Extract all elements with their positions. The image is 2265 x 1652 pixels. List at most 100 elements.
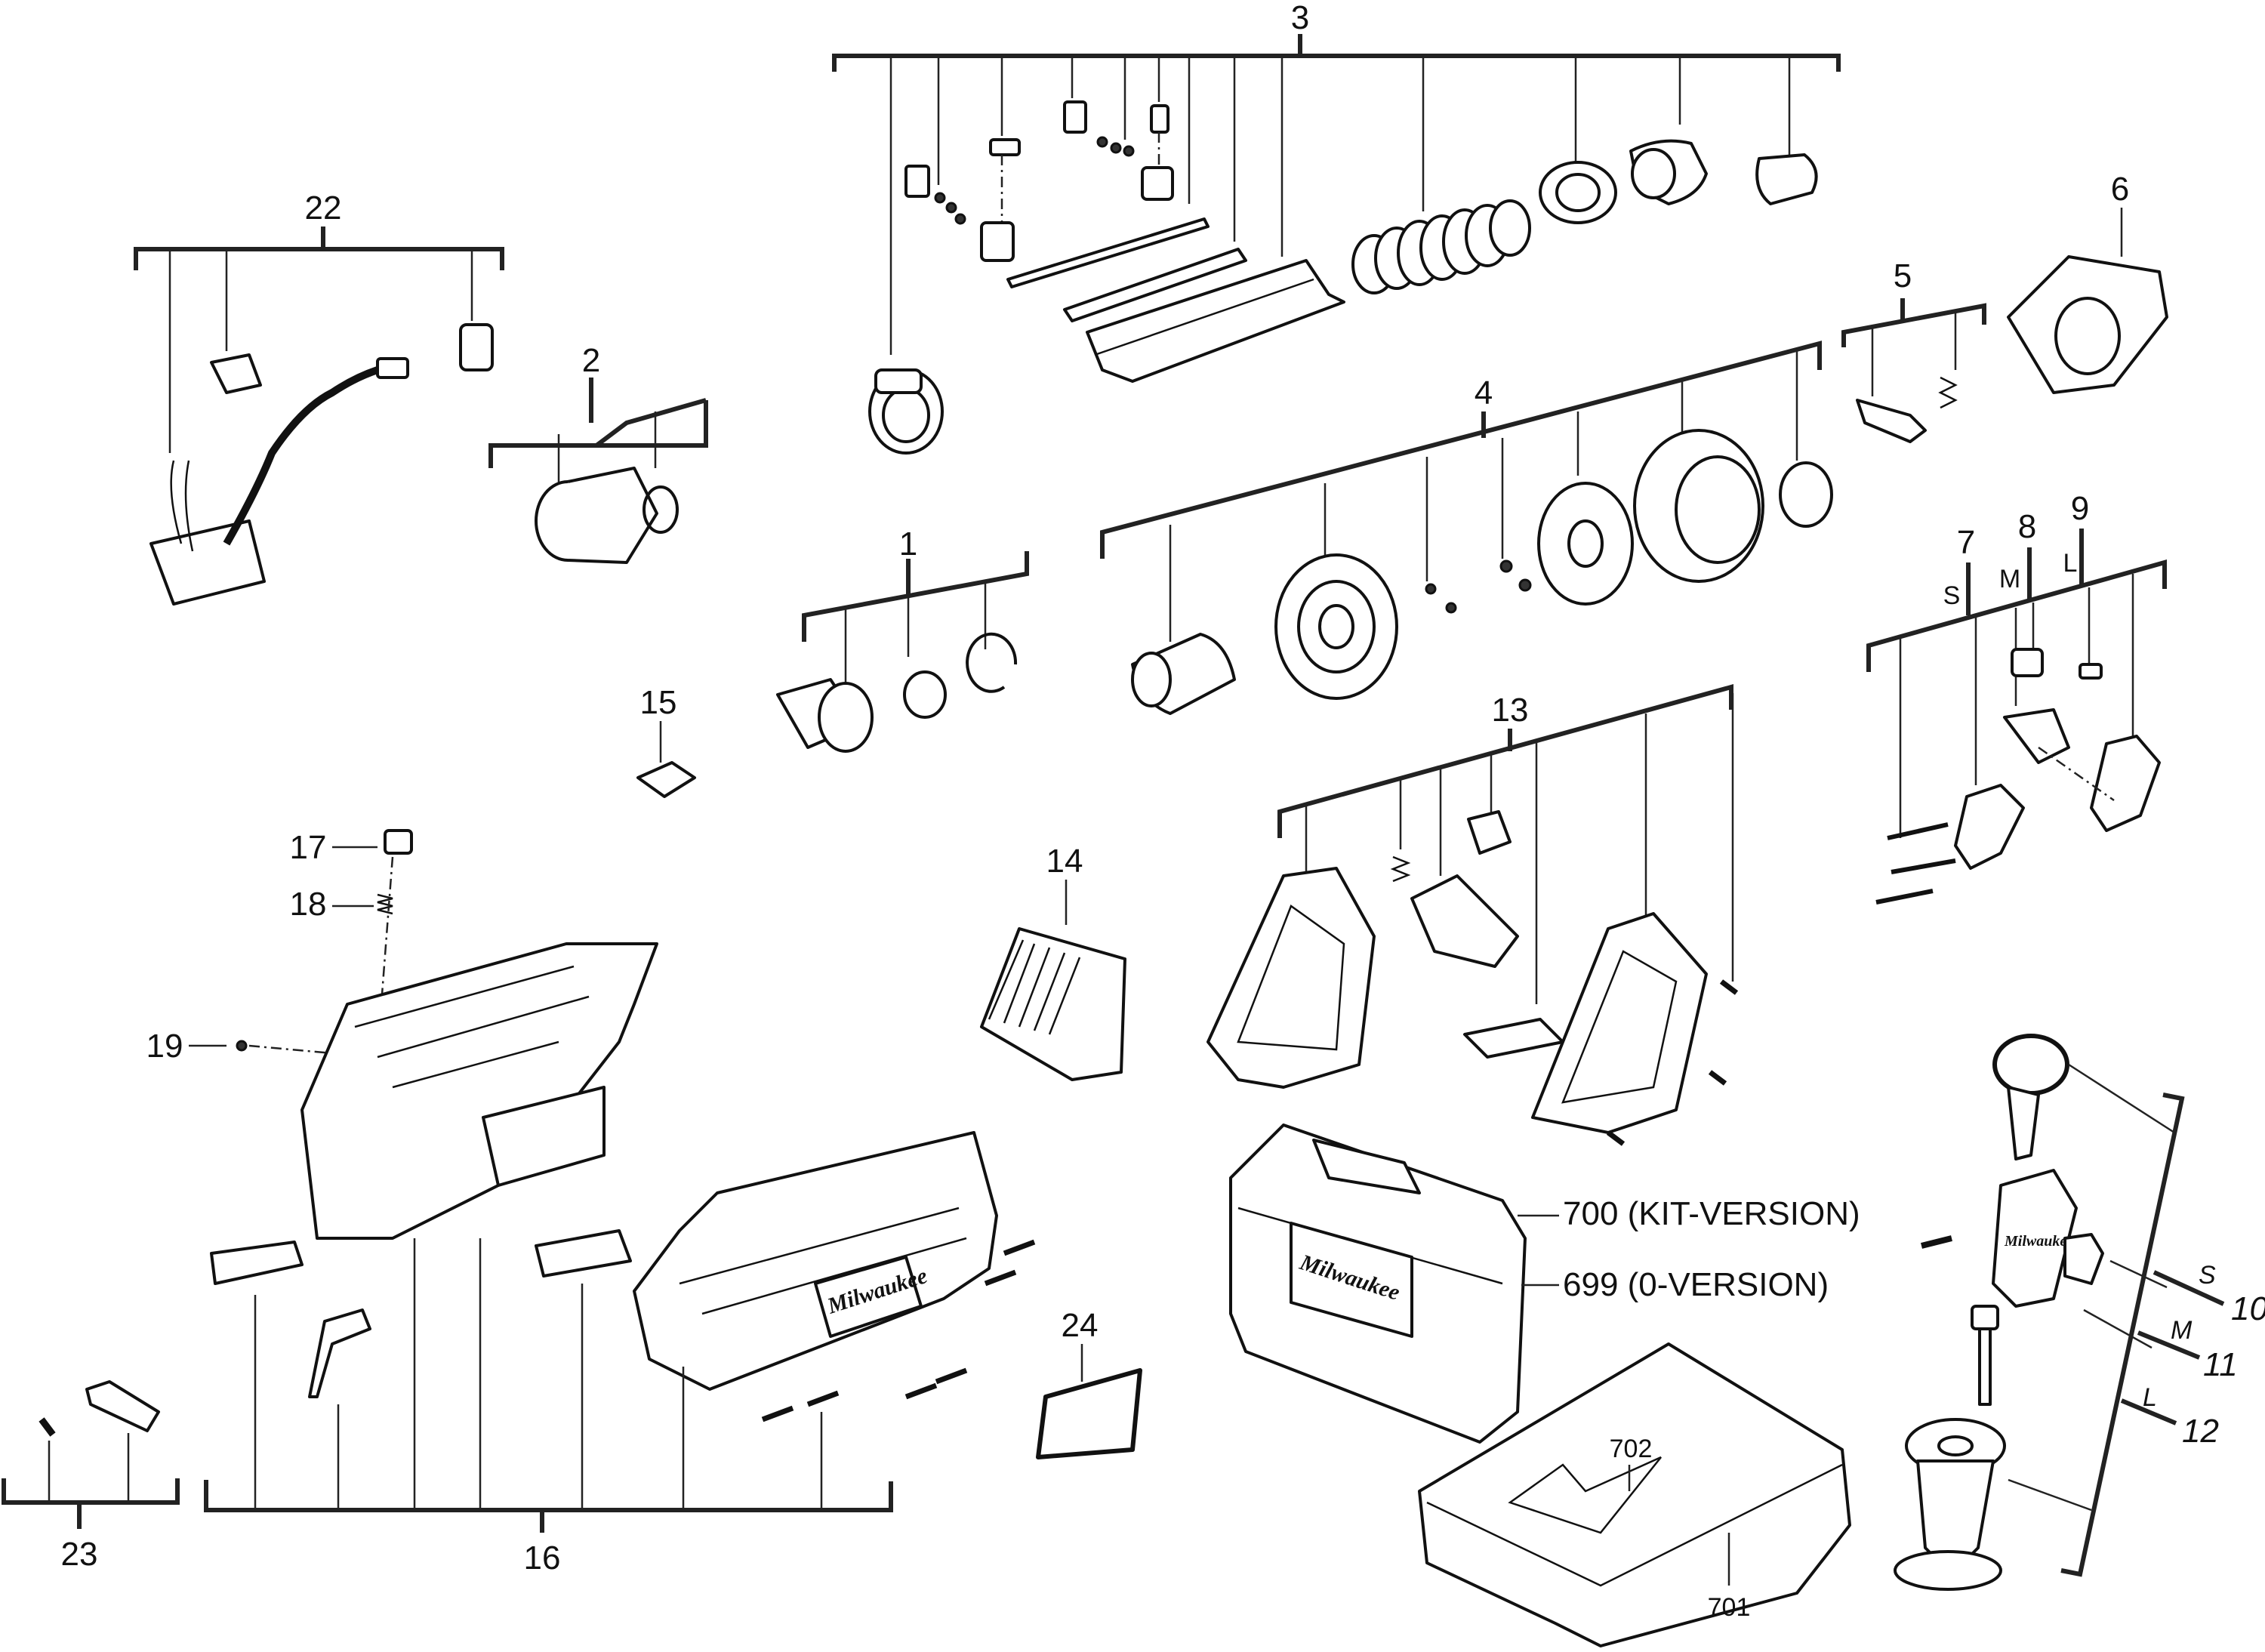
dust-cup-part [2007, 255, 2168, 394]
group-5: 5 [1841, 257, 1986, 443]
filter-housing-part [1206, 867, 1376, 1089]
bracket-plate-part [85, 1380, 160, 1432]
bracket-22 [134, 247, 504, 270]
spring-part [377, 893, 393, 915]
callout-17: 17 [290, 829, 327, 866]
motor-part [1131, 633, 1236, 715]
callout-14: 14 [1046, 843, 1083, 880]
bracket-7-9 [1866, 559, 2167, 672]
group-4: 4 [1100, 341, 1833, 715]
tool-box-group: 702 701 [1418, 1342, 1851, 1647]
retainer-part [776, 632, 1018, 753]
latch-part [1856, 376, 1958, 443]
bracket-4 [1100, 341, 1822, 559]
handle-clamp-part [1992, 1034, 2069, 1160]
adapter-part [535, 467, 679, 564]
callout-23: 23 [61, 1536, 98, 1573]
screw [1425, 583, 1437, 595]
callout-1: 1 [899, 525, 917, 562]
callout-2: 2 [582, 342, 600, 379]
bracket-1 [802, 551, 1029, 642]
carry-case-part: Milwaukee [1229, 1123, 1527, 1444]
bracket-23 [2, 1478, 180, 1505]
leaders-3 [889, 56, 1791, 355]
callout-700: 700 (KIT-VERSION) [1563, 1195, 1860, 1232]
fan-impeller-part [1537, 482, 1634, 606]
upper-housing-part [300, 942, 658, 1240]
group-3: 3 [832, 0, 1841, 455]
handle-knob-part [1894, 1418, 2006, 1591]
handle-rod-part [1971, 1305, 1999, 1406]
sticker-part [1463, 1018, 1564, 1059]
size-l-9: L [2063, 549, 2078, 578]
callout-701: 701 [1708, 1593, 1751, 1622]
bracket-10-12 [2060, 1093, 2185, 1577]
callout-10: 10 [2231, 1290, 2265, 1327]
nozzle-parts [1539, 139, 1818, 224]
group-2: 2 [488, 342, 708, 564]
group-16-parts: 16 [204, 1229, 1036, 1576]
collet-part [868, 368, 944, 455]
clip-part [308, 1308, 371, 1398]
bellows-part [1351, 199, 1531, 294]
screw [1708, 1070, 1727, 1086]
bracket-16 [204, 1480, 893, 1512]
bracket-5 [1841, 303, 1986, 347]
callout-7: 7 [1957, 524, 1975, 561]
gasket-part [1036, 1368, 1142, 1459]
small-clips [904, 100, 1174, 262]
o-ring [1779, 461, 1833, 528]
button-part [384, 829, 413, 855]
size-s-10: S [2199, 1261, 2216, 1290]
latch-button-part [1467, 810, 1512, 855]
label-part [210, 1241, 304, 1285]
handle-grip-part: Milwaukee [1992, 1169, 2078, 1308]
screw [1445, 602, 1457, 614]
size-s-7: S [1943, 581, 1961, 610]
size-l-12: L [2143, 1383, 2157, 1412]
group-1: 1 [776, 525, 1029, 753]
side-handle-group: Milwaukee S 10 M 11 L 12 [1894, 1034, 2265, 1591]
group-23: 23 [2, 1380, 180, 1573]
switch-part [636, 761, 696, 798]
screw [1499, 559, 1513, 573]
spring-part [1390, 855, 1411, 883]
screw [1606, 1130, 1626, 1146]
wiring-harness-part [149, 323, 494, 606]
group-15: 15 [636, 684, 696, 798]
size-m-11: M [2171, 1316, 2193, 1345]
fan-cover-part [1633, 429, 1764, 583]
housing-screws [761, 1239, 1036, 1422]
filter-cover-part [1410, 874, 1519, 968]
callout-5: 5 [1894, 257, 1912, 294]
group-24: 24 [1036, 1307, 1142, 1459]
filter-part [980, 927, 1126, 1081]
bracket-13 [1277, 684, 1733, 838]
groups-7-8-9: 7 8 9 S M L [1866, 490, 2167, 905]
screw [1719, 979, 1739, 995]
callout-699: 699 (0-VERSION) [1563, 1266, 1829, 1303]
carry-case-group: Milwaukee 700 (KIT-VERSION) 699 (0-VERSI… [1229, 1123, 1860, 1444]
fan-housing-part [1274, 553, 1398, 700]
callout-4: 4 [1475, 374, 1493, 411]
callout-22: 22 [305, 190, 342, 227]
group-22: 22 [134, 190, 504, 606]
callout-13: 13 [1492, 692, 1529, 729]
screw [1921, 1235, 1952, 1249]
guide-rails [1006, 217, 1345, 383]
callout-3: 3 [1291, 0, 1309, 36]
screw [39, 1417, 56, 1437]
tool-box-part [1418, 1342, 1851, 1647]
filter-frame-part [1531, 912, 1708, 1134]
callout-15: 15 [640, 684, 677, 721]
size-m-8: M [1999, 565, 2020, 593]
lower-housing-part: Milwaukee [633, 1131, 998, 1391]
callout-6: 6 [2111, 171, 2129, 208]
group-13: 13 [1206, 684, 1739, 1146]
callout-19: 19 [146, 1028, 183, 1065]
callout-18: 18 [290, 886, 327, 923]
bracket-3 [832, 54, 1841, 72]
group-6: 6 [2007, 171, 2168, 394]
callout-702: 702 [1610, 1435, 1653, 1463]
